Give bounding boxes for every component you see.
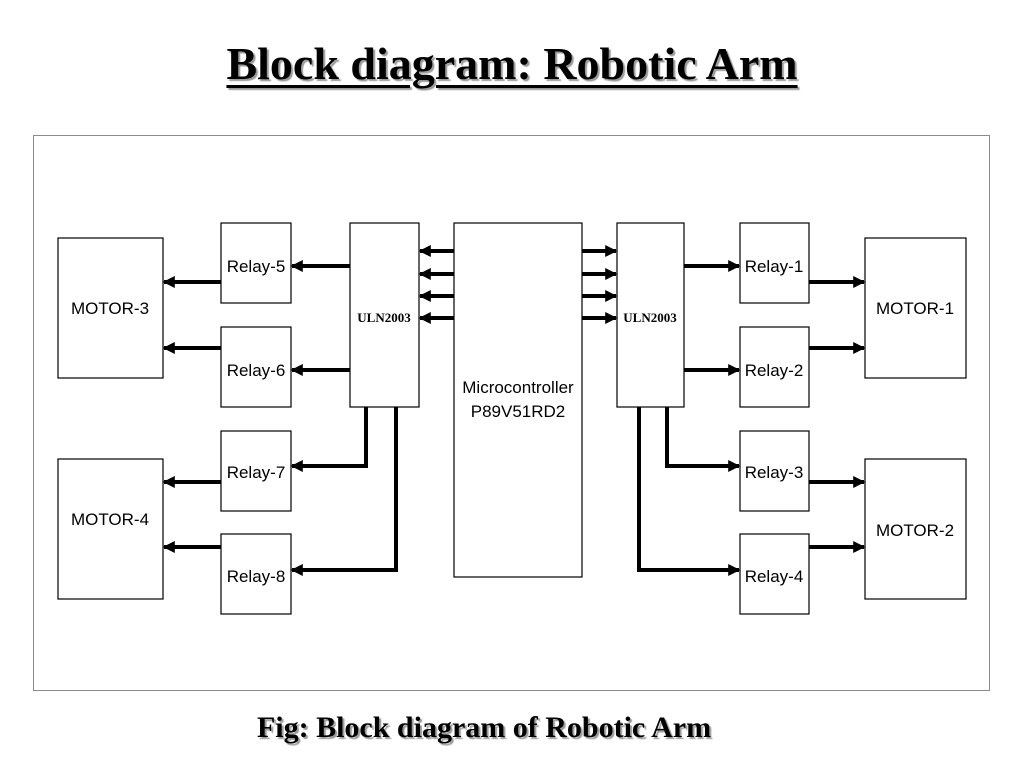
motor-4-block: MOTOR-4 (57, 458, 164, 600)
microcontroller-model: P89V51RD2 (471, 402, 566, 421)
uln-right-to-relay-4-arrow (637, 407, 741, 576)
motor-3-label: MOTOR-3 (71, 299, 149, 318)
uln2003-right-block: ULN2003 (616, 222, 685, 408)
figure-caption: Fig: Block diagram of Robotic Arm (256, 711, 712, 744)
relay-6-block: Relay-6 (220, 326, 292, 408)
microcontroller-label: Microcontroller (462, 378, 574, 397)
relay-7-label: Relay-7 (227, 463, 286, 482)
uln-left-to-relay-7-arrow (290, 407, 368, 472)
relay-2-label: Relay-2 (745, 361, 804, 380)
relay-1-label: Relay-1 (745, 257, 804, 276)
motor-1-label: MOTOR-1 (876, 299, 954, 318)
relay-5-label: Relay-5 (227, 257, 286, 276)
uln2003-right-label: ULN2003 (623, 310, 677, 325)
motor-2-label: MOTOR-2 (876, 521, 954, 540)
relay-8-label: Relay-8 (227, 567, 286, 586)
motor-1-block: MOTOR-1 (864, 237, 967, 379)
relay-8-block: Relay-8 (220, 533, 292, 615)
relay-3-block: Relay-3 (739, 430, 810, 512)
relay-4-label: Relay-4 (745, 567, 804, 586)
relay-3-label: Relay-3 (745, 463, 804, 482)
diagram-frame: MOTOR-3 MOTOR-4 Relay-5 Relay-6 Relay-7 (33, 135, 990, 691)
relay-7-block: Relay-7 (220, 430, 292, 512)
relay-1-block: Relay-1 (739, 222, 810, 304)
motor-2-block: MOTOR-2 (864, 458, 967, 600)
uln-left-to-relay-8-arrow (290, 407, 398, 576)
uln2003-left-block: ULN2003 (349, 222, 420, 408)
relay-5-block: Relay-5 (220, 222, 292, 304)
slide-title: Block diagram: Robotic Arm (226, 38, 798, 89)
motor-3-block: MOTOR-3 (57, 237, 164, 379)
motor-4-label: MOTOR-4 (71, 510, 149, 529)
uln2003-left-label: ULN2003 (357, 310, 411, 325)
relay-2-block: Relay-2 (739, 326, 810, 408)
block-diagram: MOTOR-3 MOTOR-4 Relay-5 Relay-6 Relay-7 (57, 222, 967, 615)
relay-4-block: Relay-4 (739, 533, 810, 615)
uln-right-to-relay-3-arrow (665, 407, 741, 472)
microcontroller-block: Microcontroller P89V51RD2 (453, 222, 583, 578)
relay-6-label: Relay-6 (227, 361, 286, 380)
